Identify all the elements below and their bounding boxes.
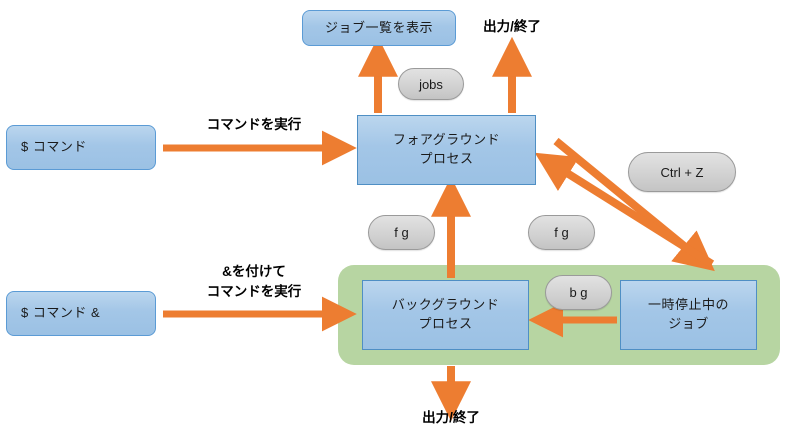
box-command-background[interactable]: $ コマンド &	[6, 291, 156, 336]
label-output-exit-top: 出力/終了	[483, 19, 541, 34]
label-run-command-with-ampersand: &を付けて コマンドを実行	[206, 264, 302, 300]
box-foreground-process[interactable]: フォアグラウンド プロセス	[357, 115, 536, 185]
box-job-list-display[interactable]: ジョブ一覧を表示	[302, 10, 456, 46]
box-command[interactable]: $ コマンド	[6, 125, 156, 170]
label-output-exit-bottom: 出力/終了	[422, 410, 480, 425]
pill-fg-command-right[interactable]: f g	[528, 215, 595, 250]
pill-ctrl-z-shortcut[interactable]: Ctrl + Z	[628, 152, 736, 192]
pill-jobs-command[interactable]: jobs	[398, 68, 464, 100]
pill-fg-command-left[interactable]: f g	[368, 215, 435, 250]
label-run-command: コマンドを実行	[206, 117, 302, 132]
pill-bg-command[interactable]: b g	[545, 275, 612, 310]
box-background-process[interactable]: バックグラウンド プロセス	[362, 280, 529, 350]
box-suspended-job[interactable]: 一時停止中の ジョブ	[620, 280, 757, 350]
